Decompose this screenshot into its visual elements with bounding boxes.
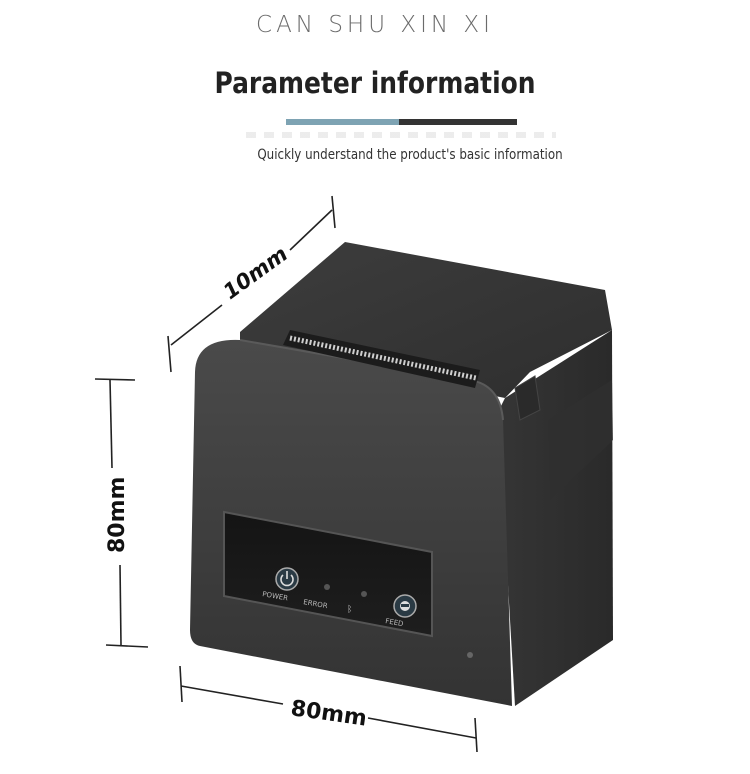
dimension-height: 80mm	[94, 378, 149, 648]
divider-accent	[286, 119, 399, 125]
error-led	[324, 584, 330, 590]
header-kicker: CAN SHU XIN XI	[256, 12, 494, 38]
width-label: 80mm	[289, 696, 368, 731]
paper-cutter-teeth	[289, 335, 477, 381]
power-icon	[280, 571, 294, 587]
page-header: CAN SHU XIN XI Parameter information Qui…	[0, 0, 750, 175]
printer: POWER ERROR ᛒ FEED	[190, 242, 613, 706]
bluetooth-icon: ᛒ	[347, 604, 352, 615]
divider-dark	[399, 119, 517, 125]
page-subtitle: Quickly understand the product's basic i…	[257, 147, 563, 163]
title-divider	[286, 119, 517, 125]
feed-label: FEED	[385, 617, 404, 628]
faint-divider-text	[246, 132, 556, 138]
page-title: Parameter information	[214, 66, 536, 100]
depth-label: 10mm	[219, 242, 292, 304]
feed-icon	[400, 601, 410, 611]
height-label: 80mm	[105, 477, 130, 553]
front-panel	[223, 510, 433, 638]
side-latch	[514, 375, 541, 421]
